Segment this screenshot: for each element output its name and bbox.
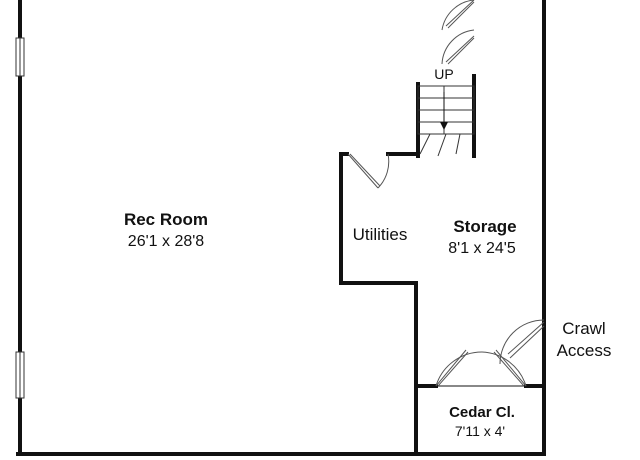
interior-walls	[339, 74, 546, 456]
windows	[15, 37, 25, 399]
door-cedar-right	[481, 349, 527, 387]
crawl-access-line2: Access	[557, 341, 612, 360]
staircase	[417, 85, 475, 157]
utilities-name: Utilities	[353, 225, 408, 244]
stair-arrow-head	[440, 122, 448, 130]
door-crawl-access	[499, 319, 545, 365]
rec-room-name: Rec Room	[124, 210, 208, 229]
storage-dims: 8'1 x 24'5	[448, 240, 516, 257]
door-utilities	[347, 153, 390, 189]
doors	[347, 0, 545, 387]
door-cedar-left	[435, 349, 483, 387]
door-top-right-1	[441, 0, 475, 31]
crawl-access-line1: Crawl	[562, 319, 605, 338]
storage-name: Storage	[453, 217, 516, 236]
rec-room-dims: 26'1 x 28'8	[128, 233, 204, 250]
cedar-closet-name: Cedar Cl.	[449, 404, 515, 421]
cedar-closet-dims: 7'11 x 4'	[455, 423, 505, 439]
stairs-up-label: UP	[434, 66, 453, 82]
door-top-right-2	[441, 29, 475, 65]
